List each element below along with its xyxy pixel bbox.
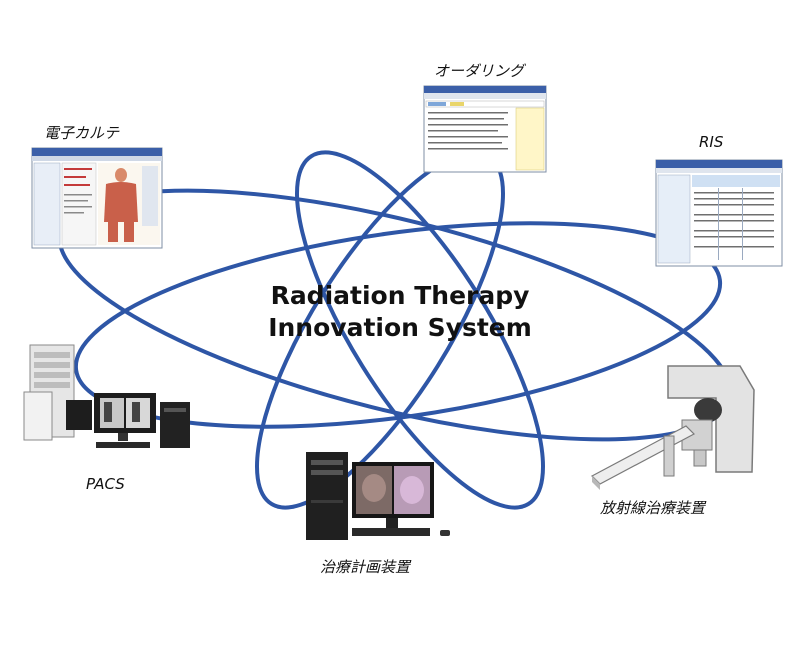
linac-label: 放射線治療装置 [600, 499, 706, 517]
ris-window [655, 159, 783, 267]
ehr-label: 電子カルテ [44, 124, 120, 142]
linac-machine [591, 365, 755, 490]
orbit-ring-right [295, 150, 545, 510]
system-title-line-2: Innovation System [268, 313, 532, 342]
tps-workstation [306, 452, 450, 540]
ehr-window [31, 147, 163, 249]
system-title: Radiation Therapy Innovation System [200, 280, 600, 344]
ordering-label: オーダリング [434, 62, 525, 80]
tps-label: 治療計画装置 [320, 558, 411, 576]
ordering-window [423, 85, 547, 173]
pacs-label: PACS [86, 475, 125, 493]
ris-label: RIS [699, 133, 724, 151]
pacs-workstation [23, 344, 190, 448]
system-title-line-1: Radiation Therapy [270, 281, 530, 310]
